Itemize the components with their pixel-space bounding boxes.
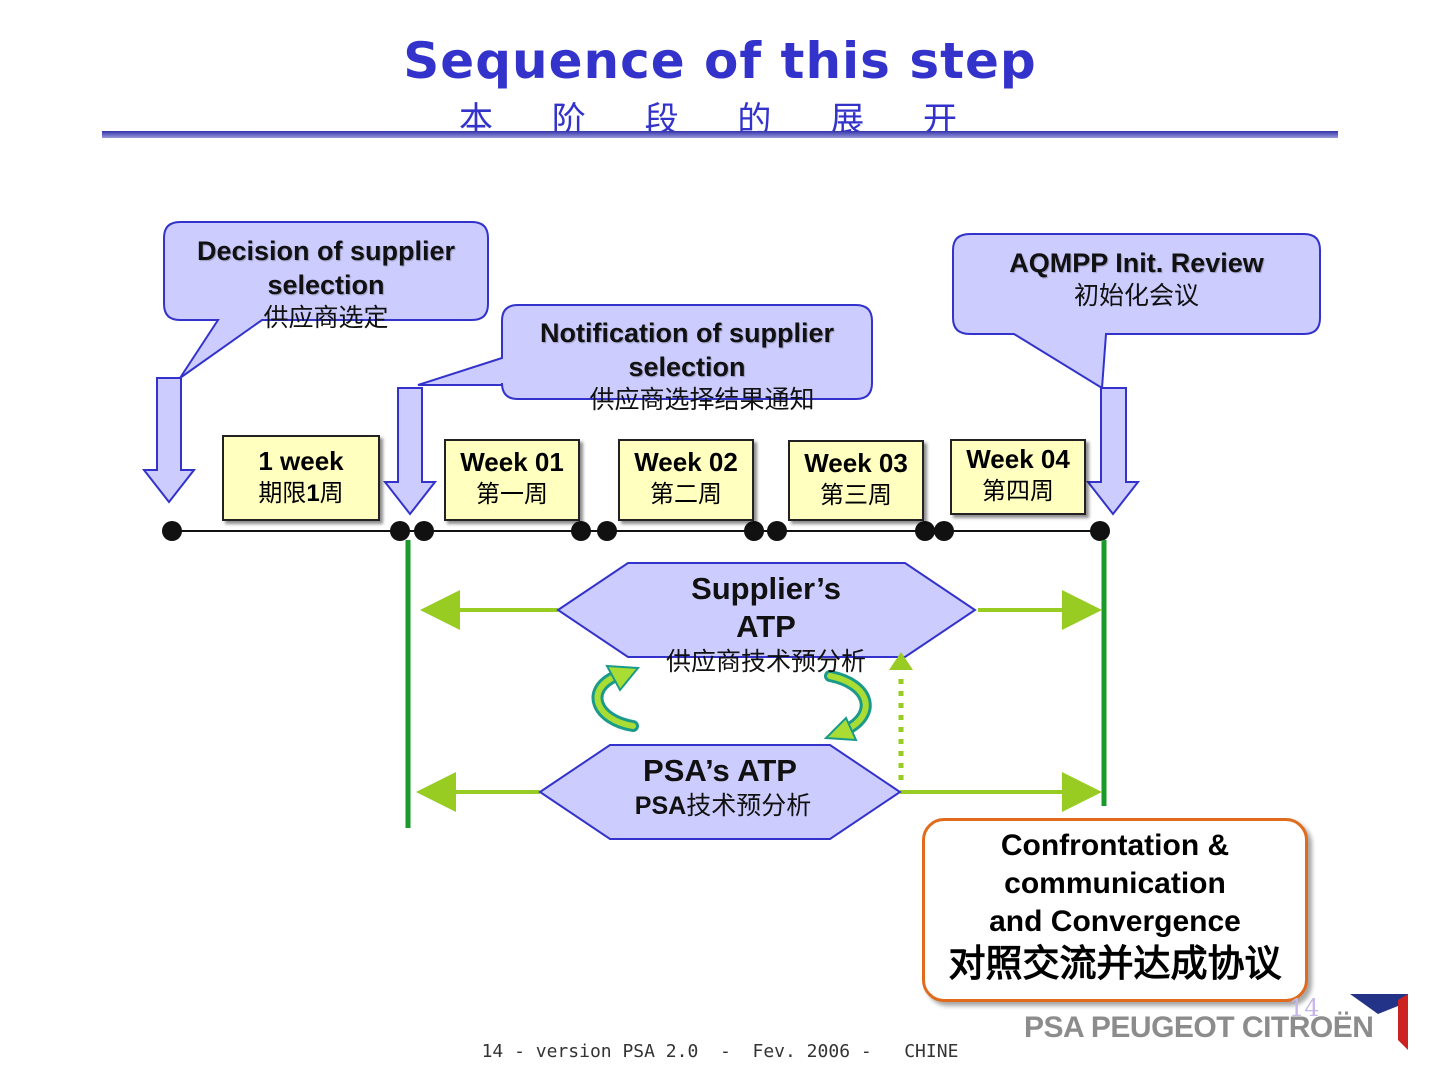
supplier-atp-en-line1: Supplier’s: [691, 571, 841, 606]
down-arrow-decision: [141, 377, 197, 504]
header-divider: [102, 131, 1338, 138]
timeline-dot: [162, 521, 182, 541]
callout-notification: Notification of supplier selection 供应商选择…: [502, 316, 872, 416]
supplier-atp-hexagon: [556, 562, 977, 658]
timeline-dot: [934, 521, 954, 541]
convergence-dotted-arrow-head: [889, 652, 913, 670]
timeline-dot: [915, 521, 935, 541]
timeline-dot: [744, 521, 764, 541]
callout-decision-shape: [163, 221, 489, 379]
brand-name: PSA PEUGEOT CITROËN: [1024, 1011, 1374, 1044]
callout-review-shape: [952, 233, 1321, 390]
week-label: Week 03: [804, 448, 908, 478]
week-box-04: Week 04 第四周: [950, 439, 1086, 515]
callout-notification-shape: [417, 304, 873, 400]
week-label: Week 01: [460, 447, 564, 477]
timeline-dot: [390, 521, 410, 541]
callout-notification-en: Notification of supplier selection: [540, 318, 834, 382]
confrontation-en-line1: Confrontation &: [1000, 829, 1230, 862]
week-box-1week: 1 week 期限1周: [222, 435, 380, 521]
supplier-atp-en-line2: ATP: [736, 609, 796, 644]
confrontation-zh: 对照交流并达成协议: [948, 941, 1282, 985]
timeline-dot: [597, 521, 617, 541]
psa-atp-en: PSA’s ATP: [643, 753, 797, 788]
down-arrow-notification: [382, 387, 438, 516]
supplier-atp-label: Supplier’s ATP 供应商技术预分析: [640, 570, 892, 678]
callout-decision-en: Decision of supplier selection: [196, 236, 456, 300]
psa-atp-label: PSA’s ATP PSA技术预分析: [600, 752, 840, 822]
page-number: 14: [1289, 994, 1320, 1022]
psa-atp-zh: PSA技术预分析: [634, 791, 812, 820]
week-label: 1 week: [258, 446, 344, 476]
callout-review: AQMPP Init. Review 初始化会议: [953, 246, 1320, 312]
week-label: Week 04: [966, 444, 1070, 474]
timeline-dot: [571, 521, 591, 541]
week-label-zh: 第二周: [650, 480, 722, 508]
week-box-02: Week 02 第二周: [618, 439, 754, 521]
supplier-atp-zh: 供应商技术预分析: [666, 647, 867, 676]
week-label: Week 02: [634, 447, 738, 477]
confrontation-box: Confrontation & communication and Conver…: [922, 818, 1308, 1002]
timeline-dot: [1090, 521, 1110, 541]
week-box-03: Week 03 第三周: [788, 440, 924, 521]
down-arrow-review: [1085, 387, 1141, 516]
callout-decision: Decision of supplier selection 供应商选定: [164, 234, 488, 334]
week-box-01: Week 01 第一周: [444, 439, 580, 521]
callout-review-en: AQMPP Init. Review: [1009, 248, 1264, 278]
callout-review-zh: 初始化会议: [1073, 281, 1199, 310]
confrontation-en-line2: communication: [1004, 867, 1226, 900]
callout-notification-zh: 供应商选择结果通知: [589, 385, 815, 414]
week-label-zh: 第四周: [982, 477, 1054, 505]
timeline-dot: [767, 521, 787, 541]
timeline-dot: [414, 521, 434, 541]
psa-atp-hexagon: [538, 744, 902, 840]
page-title: Sequence of this step: [403, 32, 1037, 90]
week-label-zh: 期限1周: [258, 479, 344, 507]
week-label-zh: 第一周: [476, 480, 548, 508]
timeline-dots: [162, 521, 1110, 541]
brand-logo-mark: [1350, 994, 1408, 1050]
confrontation-en-line3: and Convergence: [989, 905, 1241, 938]
callout-decision-zh: 供应商选定: [263, 303, 389, 332]
week-label-zh: 第三周: [820, 481, 892, 509]
footer-text: 14 - version PSA 2.0 - Fev. 2006 - CHINE: [481, 1041, 959, 1062]
